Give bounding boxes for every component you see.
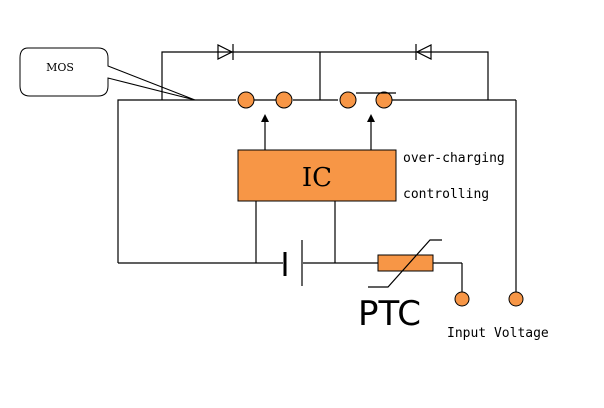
right-diode <box>415 44 432 60</box>
controlling-label: controlling <box>403 187 489 202</box>
main-wire <box>117 99 517 292</box>
ic-block: IC <box>237 149 397 202</box>
control-arrow-right <box>367 114 375 150</box>
ic-label: IC <box>302 163 332 193</box>
over-charging-label: over-charging <box>403 151 505 166</box>
mos-callout: MOS <box>19 47 196 101</box>
top-diode-wiring <box>161 51 489 100</box>
input-terminals <box>454 291 524 307</box>
mos-label: MOS <box>46 61 74 74</box>
battery-symbol <box>283 240 303 286</box>
mos-switch-right <box>339 91 396 109</box>
ptc-resistor <box>368 239 463 292</box>
control-arrow-left <box>261 114 269 150</box>
ic-legs <box>255 201 336 263</box>
left-diode <box>217 44 234 60</box>
mos-switch-left <box>237 91 293 109</box>
input-voltage-label: Input Voltage <box>447 326 549 341</box>
ptc-label: PTC <box>358 294 421 334</box>
